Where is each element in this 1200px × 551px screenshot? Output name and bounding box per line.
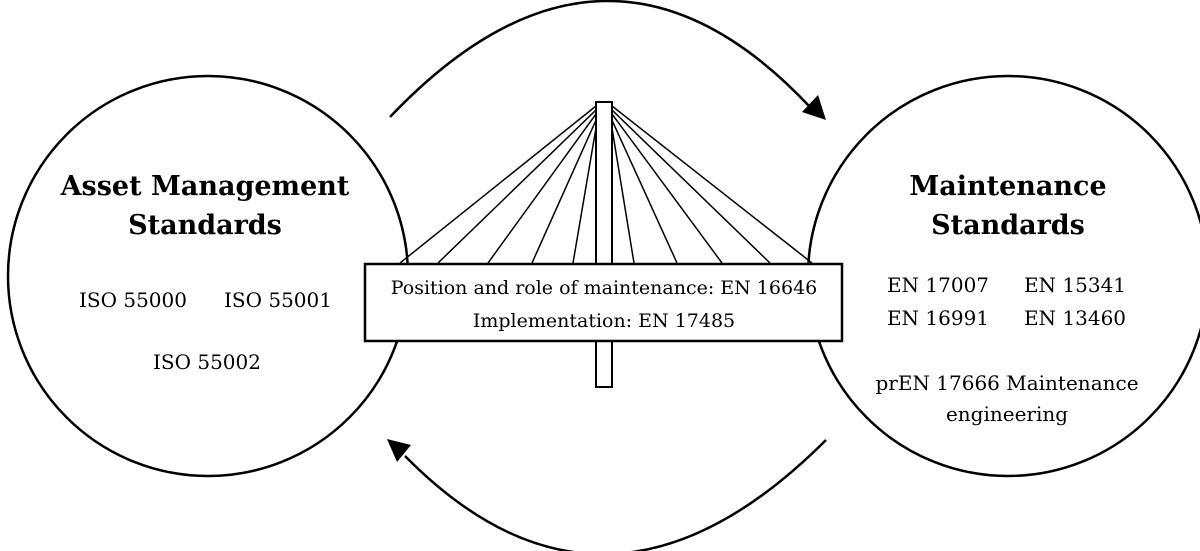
bottom-arrowhead bbox=[387, 439, 411, 462]
top-arrow-arc bbox=[389, 0, 811, 118]
bridge-text-line2: Implementation: EN 17485 bbox=[473, 310, 735, 332]
standard-iso-55002: ISO 55002 bbox=[153, 350, 261, 374]
standard-en-13460: EN 13460 bbox=[1024, 306, 1126, 330]
top-arrowhead bbox=[802, 95, 826, 120]
bridge-deck-box bbox=[363, 262, 844, 343]
standard-en-15341: EN 15341 bbox=[1024, 273, 1126, 297]
maintenance-engineering-line1: prEN 17666 Maintenance bbox=[875, 371, 1138, 395]
standard-iso-55001: ISO 55001 bbox=[224, 288, 332, 312]
maintenance-title-line2: Standards bbox=[931, 210, 1085, 241]
asset-management-title-line1: Asset Management bbox=[60, 171, 350, 202]
bottom-arrow-arc bbox=[404, 439, 827, 551]
bridge-pylon bbox=[595, 101, 613, 388]
maintenance-title-line1: Maintenance bbox=[909, 171, 1106, 202]
bridge-text-line1: Position and role of maintenance: EN 166… bbox=[391, 277, 818, 299]
standard-en-17007: EN 17007 bbox=[887, 273, 989, 297]
maintenance-engineering-line2: engineering bbox=[946, 402, 1068, 426]
asset-management-title-line2: Standards bbox=[128, 210, 282, 241]
standard-iso-55000: ISO 55000 bbox=[79, 288, 187, 312]
standard-en-16991: EN 16991 bbox=[887, 306, 989, 330]
asset-management-circle bbox=[6, 74, 410, 478]
bridge-cables bbox=[399, 105, 813, 264]
